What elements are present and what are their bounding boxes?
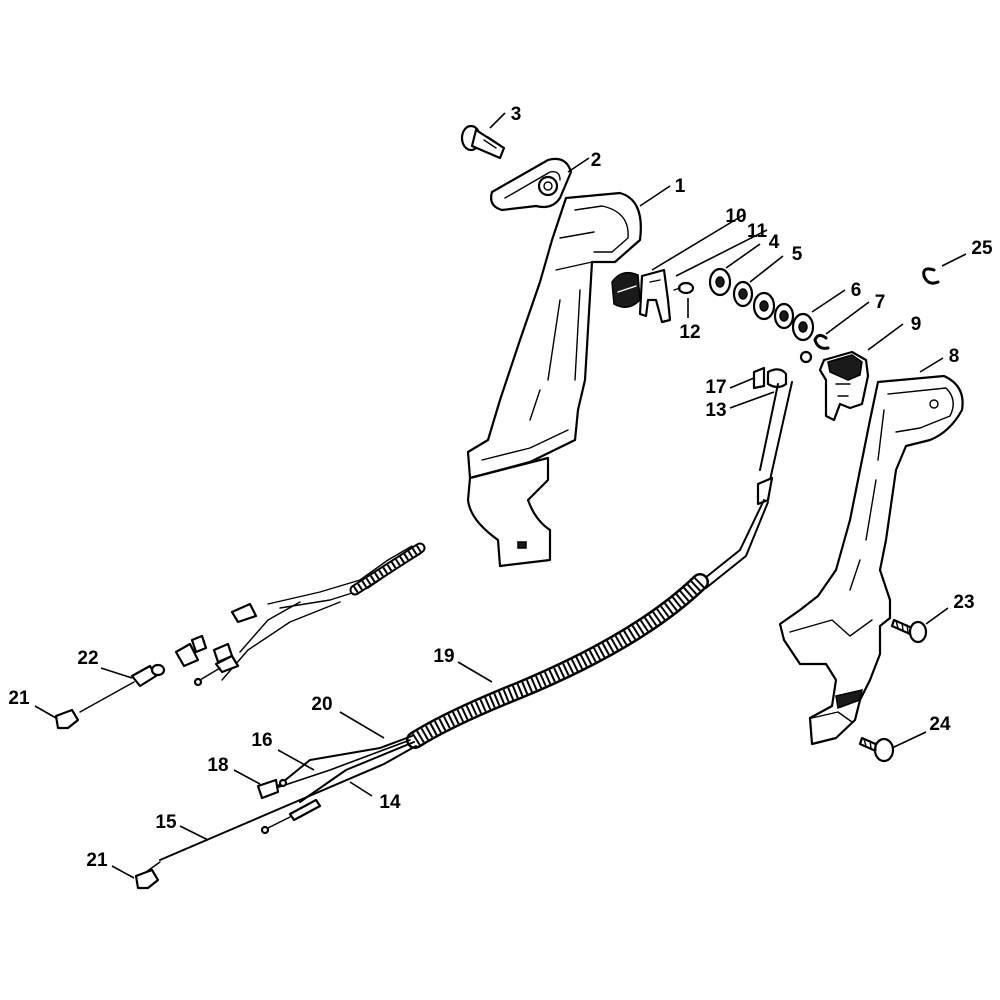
- callout-5: 5: [792, 244, 803, 265]
- callout-3: 3: [511, 104, 522, 125]
- part-24-screw: [858, 736, 895, 763]
- callout-1: 1: [675, 176, 686, 197]
- callout-18: 18: [207, 755, 228, 776]
- part-13-cable: [699, 381, 793, 589]
- part-17-connector: [752, 366, 788, 390]
- part-21-terminal-a: [54, 708, 80, 730]
- part-8-handle-half: [778, 374, 964, 746]
- part-23-screw: [890, 618, 928, 644]
- callout-8: 8: [949, 346, 960, 367]
- callout-9: 9: [911, 314, 922, 335]
- part-5-washer: [732, 280, 795, 330]
- callout-14: 14: [379, 792, 401, 813]
- callout-12: 12: [679, 322, 700, 343]
- callout-6: 6: [851, 280, 862, 301]
- loose-wire-set: [174, 542, 426, 687]
- part-1-handle-half: [466, 191, 642, 568]
- callout-7: 7: [875, 292, 886, 313]
- callout-2: 2: [591, 150, 602, 171]
- callout-25: 25: [971, 238, 993, 259]
- part-6-washer: [791, 312, 815, 342]
- part-9-switch: [799, 350, 870, 422]
- part-21-terminal-b: [134, 861, 161, 890]
- part-7-clip: [813, 333, 830, 350]
- callout-15: 15: [155, 812, 177, 833]
- callout-21-bottom: 21: [86, 850, 108, 871]
- callout-13: 13: [705, 400, 726, 421]
- callout-11: 11: [747, 221, 768, 242]
- callout-labels: 3 2 1 10 11 4 5 6 7 9 8 25 12 17 13 19 2…: [8, 104, 993, 871]
- leader-lines: [34, 112, 967, 879]
- part-18-connector: [256, 778, 288, 800]
- part-12-screw: [673, 281, 695, 295]
- callout-22: 22: [77, 648, 98, 669]
- callout-23: 23: [953, 592, 974, 613]
- callout-10: 10: [725, 206, 746, 227]
- part-22-sleeve: [79, 663, 166, 713]
- part-11-lever: [638, 268, 672, 324]
- callout-21-top: 21: [8, 688, 30, 709]
- part-4-washer: [708, 267, 732, 297]
- callout-4: 4: [769, 232, 780, 253]
- part-19-conduit: [406, 573, 709, 749]
- callout-20: 20: [311, 694, 332, 715]
- callout-17: 17: [705, 377, 726, 398]
- callout-19: 19: [433, 646, 454, 667]
- callout-16: 16: [251, 730, 272, 751]
- part-20-wire-bundle: [159, 735, 417, 861]
- part-2-bracket: [490, 157, 573, 212]
- part-25-circlip: [922, 267, 940, 285]
- part-10-trigger: [611, 271, 641, 308]
- part-14-sleeve: [260, 798, 322, 835]
- part-3-bolt: [460, 124, 506, 160]
- callout-24: 24: [929, 714, 951, 735]
